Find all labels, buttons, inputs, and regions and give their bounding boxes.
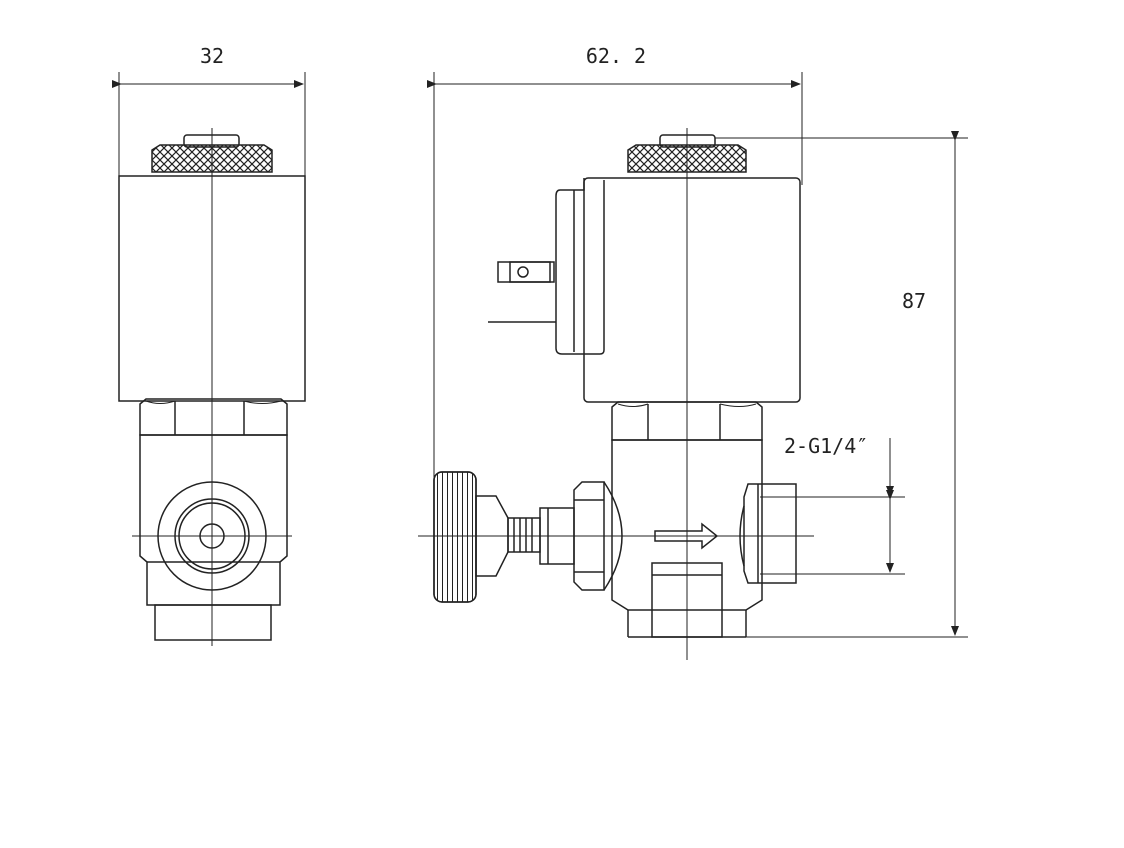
dimension-side-width: 62. 2	[427, 44, 803, 545]
dimension-label-87: 87	[902, 289, 926, 313]
side-connector	[488, 178, 605, 355]
flow-direction-arrow	[654, 522, 719, 550]
dimension-label-32: 32	[200, 44, 224, 68]
front-view: 32	[112, 44, 306, 646]
manual-handwheel	[433, 471, 477, 603]
dimension-label-62-2: 62. 2	[586, 44, 646, 68]
side-right-port	[739, 483, 797, 584]
dimension-front-width: 32	[112, 44, 306, 176]
side-view: 62. 2 87 2-G1/4″	[418, 44, 968, 660]
front-hex-nut	[139, 398, 288, 436]
side-coil	[583, 177, 801, 403]
front-bottom-boss	[154, 604, 272, 641]
thread-label: 2-G1/4″	[784, 434, 868, 458]
dimension-port-thread: 2-G1/4″	[760, 434, 905, 575]
dimension-height: 87	[715, 131, 968, 638]
front-valve-body	[139, 434, 288, 606]
